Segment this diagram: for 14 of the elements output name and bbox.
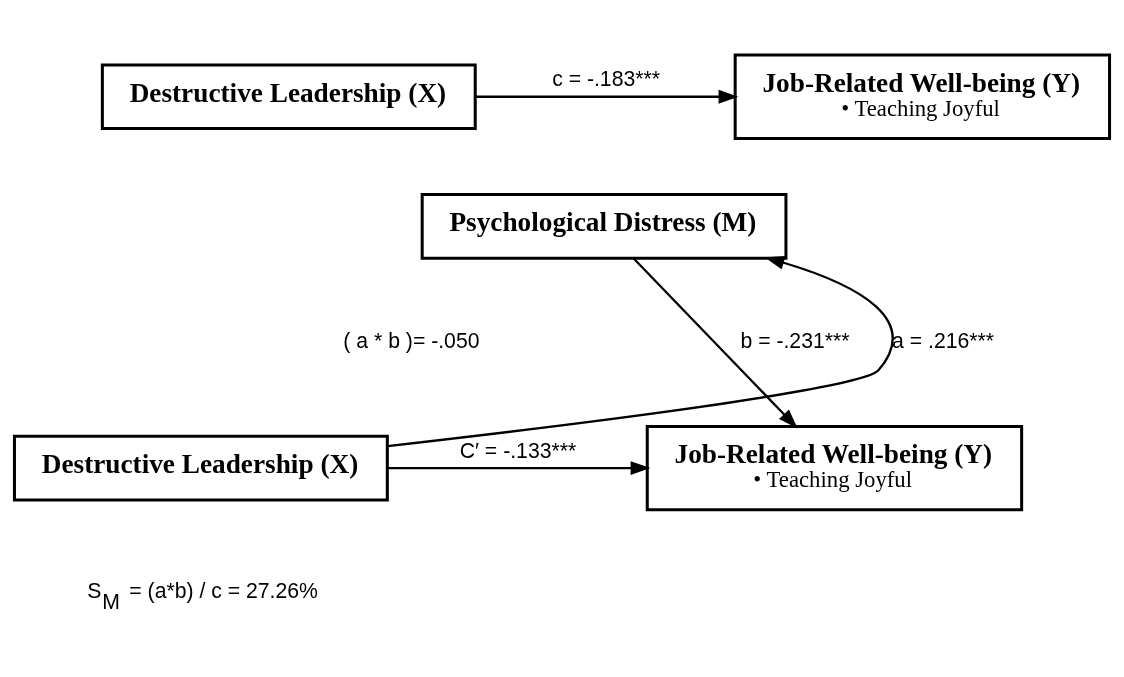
arrow — [387, 461, 651, 475]
node-box: Destructive Leadership (X) — [12, 434, 389, 502]
node-box: Job-Related Well-being (Y) • Teaching Joyful — [645, 424, 1024, 512]
edge-label: C′ = -.133*** — [459, 438, 577, 462]
label: ( a * b )= -.050 — [343, 328, 480, 352]
node-box: Job-Related Well-being (Y) • Teaching Joyful — [733, 53, 1112, 140]
edge-label: a = .216*** — [892, 328, 995, 352]
edge-label: b = -.231*** — [740, 328, 850, 352]
arrow — [475, 89, 739, 104]
node-box: Destructive Leadership (X) — [100, 63, 477, 131]
arrow — [632, 257, 798, 429]
edge-label: c = -.183*** — [552, 67, 661, 91]
arrow — [387, 256, 894, 448]
node-box: Psychological Distress (M) — [420, 193, 788, 260]
